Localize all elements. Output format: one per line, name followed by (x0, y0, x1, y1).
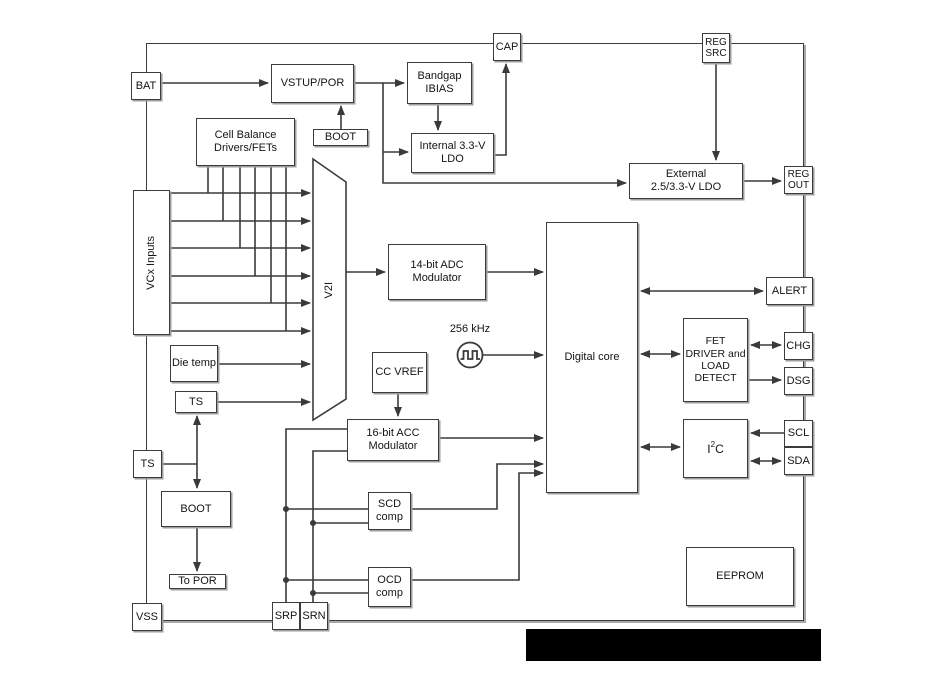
block-boot-top: BOOT (313, 129, 368, 146)
pin-ts: TS (133, 450, 162, 478)
block-to-por: To POR (169, 574, 226, 589)
block-vstup-por: VSTUP/POR (271, 64, 354, 103)
block-adc-modulator: 14-bit ADC Modulator (388, 244, 486, 300)
oscillator-icon (456, 341, 484, 369)
block-cc-vref: CC VREF (372, 352, 427, 393)
block-ocd-comp: OCD comp (368, 567, 411, 607)
block-external-ldo: External 2.5/3.3-V LDO (629, 163, 743, 199)
wire-srn-net (312, 450, 347, 602)
pin-reg-out: REG OUT (784, 166, 813, 194)
wire-ocd-to-core (411, 469, 544, 581)
pin-srn: SRN (300, 602, 328, 630)
v2i-mux-shape (312, 157, 347, 422)
block-vcx-inputs: VCx Inputs (133, 190, 170, 335)
block-fet-driver: FET DRIVER and LOAD DETECT (683, 318, 748, 402)
pin-alert: ALERT (766, 277, 813, 305)
block-die-temp: Die temp (170, 345, 218, 382)
block-cell-balance: Cell Balance Drivers/FETs (196, 118, 295, 166)
pin-srp: SRP (272, 602, 300, 630)
block-eeprom: EEPROM (686, 547, 794, 606)
pin-reg-src: REG SRC (702, 33, 730, 63)
block-i2c: I2C (683, 419, 748, 478)
block-bandgap-ibias: Bandgap IBIAS (407, 62, 472, 104)
block-boot-bottom: BOOT (161, 491, 231, 527)
wire-internal-ldo-to-cap (494, 63, 510, 156)
wire-scd-to-core (411, 460, 544, 510)
pin-chg: CHG (784, 332, 813, 360)
pin-vss: VSS (132, 603, 162, 631)
redaction-bar (526, 629, 821, 661)
block-internal-ldo: Internal 3.3-V LDO (411, 133, 494, 173)
wire-srp-net (285, 428, 347, 602)
wires (161, 63, 784, 602)
pin-bat: BAT (131, 72, 161, 100)
junction-dots (283, 506, 316, 596)
block-scd-comp: SCD comp (368, 492, 411, 530)
pin-dsg: DSG (784, 367, 813, 395)
i2c-label: I2C (707, 439, 724, 456)
wire-vstup-rail-to-external-ldo (354, 82, 627, 187)
pin-scl: SCL (784, 420, 813, 447)
block-digital-core: Digital core (546, 222, 638, 493)
block-ts-mux: TS (175, 391, 217, 413)
pin-sda: SDA (784, 447, 813, 475)
v2i-mux-label: V2I (323, 281, 335, 299)
block-acc-modulator: 16-bit ACC Modulator (347, 419, 439, 461)
pin-cap: CAP (493, 33, 521, 61)
oscillator-frequency-label: 256 kHz (449, 323, 491, 335)
